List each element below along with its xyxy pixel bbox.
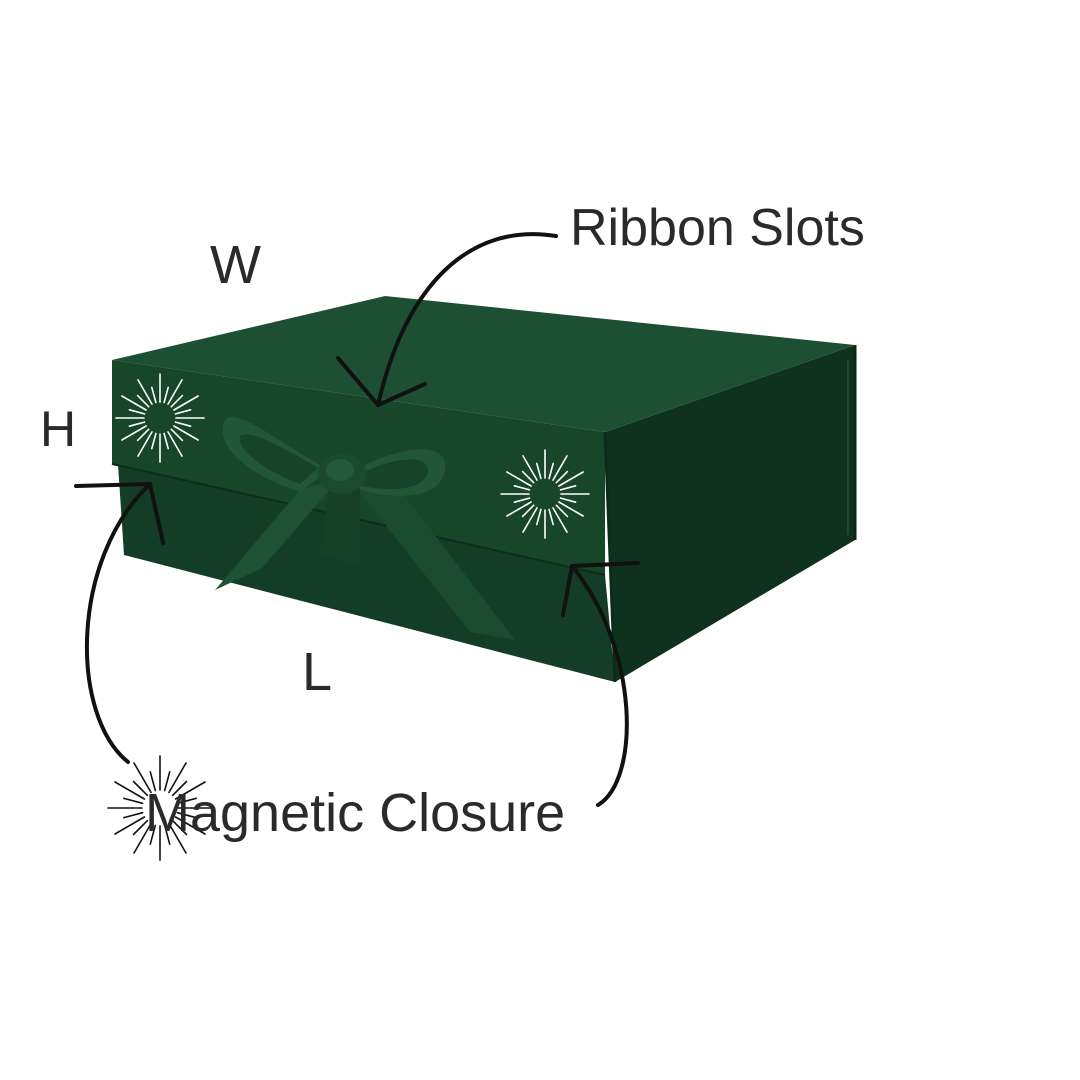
sparkle-ray	[176, 811, 197, 819]
sparkle-ray	[522, 455, 538, 481]
length-label: L	[302, 642, 333, 702]
arrowhead-icon	[561, 561, 640, 617]
sparkle-ray	[548, 508, 555, 526]
sparkle-ray	[559, 484, 577, 491]
sparkle-ray	[128, 408, 146, 415]
sparkle-ray	[513, 497, 531, 504]
sparkle-ray	[174, 781, 206, 800]
sparkle-ray	[548, 462, 555, 480]
sparkle-ray	[121, 425, 147, 441]
arrowhead-icon	[336, 356, 427, 407]
sparkle-ray	[176, 797, 197, 805]
sparkle-ray	[168, 822, 187, 854]
sparkle-ray	[149, 824, 157, 846]
sparkle-ray	[174, 408, 192, 415]
sparkle-ray	[133, 762, 152, 794]
sparkle-ray	[552, 455, 568, 481]
sparkle-ray	[128, 421, 146, 428]
sparkle-ray	[114, 816, 146, 835]
sparkle-ray	[132, 819, 149, 836]
sparkle-ray	[521, 504, 535, 518]
sparkle-icon	[500, 449, 590, 539]
ribbon-slots-label: Ribbon Slots	[570, 199, 865, 257]
sparkle-ray	[137, 431, 153, 457]
sparkle-ray	[168, 762, 187, 794]
sparkle-ray	[559, 497, 577, 504]
sparkle-ray	[170, 394, 184, 408]
sparkle-ray	[173, 395, 199, 411]
sparkle-ray	[114, 781, 146, 800]
sparkle-ray	[167, 431, 183, 457]
sparkle-ray	[535, 462, 542, 480]
magnetic-closure-label: Magnetic Closure	[145, 783, 566, 843]
ribbon-slots-arrow-icon	[376, 232, 558, 407]
sparkle-ray	[535, 508, 542, 526]
sparkle-ray	[167, 379, 183, 405]
sparkle-ray	[174, 421, 192, 428]
sparkle-ray	[151, 432, 157, 450]
sparkle-ray	[163, 770, 171, 792]
magnetic-closure-left-arrow-icon	[84, 482, 152, 764]
sparkle-ray	[163, 824, 171, 846]
sparkle-ray	[521, 470, 535, 484]
sparkle-ray	[558, 501, 584, 517]
sparkle-icon	[115, 373, 205, 463]
sparkle-ray	[149, 770, 157, 792]
sparkle-ray	[552, 507, 568, 533]
sparkle-ray	[173, 425, 199, 441]
sparkle-ray	[171, 780, 188, 797]
ribbon-bow-icon	[215, 416, 515, 640]
sparkle-ray	[151, 386, 157, 404]
sparkle-ray	[137, 379, 153, 405]
sparkle-ray	[132, 780, 149, 797]
width-label: W	[210, 235, 261, 295]
box-side-panel	[605, 345, 855, 682]
sparkle-ray	[558, 471, 584, 487]
sparkle-ray	[174, 816, 206, 835]
sparkle-ray	[133, 822, 152, 854]
sparkle-ray	[123, 797, 144, 805]
sparkle-ray	[170, 428, 184, 442]
magnetic-closure-right-arrow-icon	[570, 564, 629, 807]
sparkle-ray	[522, 507, 538, 533]
sparkle-ray	[136, 428, 150, 442]
sparkle-ray	[163, 432, 169, 450]
sparkle-ray	[121, 395, 147, 411]
arrowhead-icon	[74, 482, 165, 545]
sparkle-ray	[506, 501, 532, 517]
sparkle-ray	[163, 386, 169, 404]
sparkle-icon	[107, 755, 213, 861]
sparkle-ray	[555, 470, 569, 484]
sparkle-ray	[136, 394, 150, 408]
height-label: H	[40, 401, 77, 457]
sparkle-ray	[555, 504, 569, 518]
box-lid-top	[112, 296, 855, 432]
sparkle-ray	[171, 819, 188, 836]
sparkle-ray	[513, 484, 531, 491]
sparkle-ray	[506, 471, 532, 487]
sparkle-ray	[123, 811, 144, 819]
